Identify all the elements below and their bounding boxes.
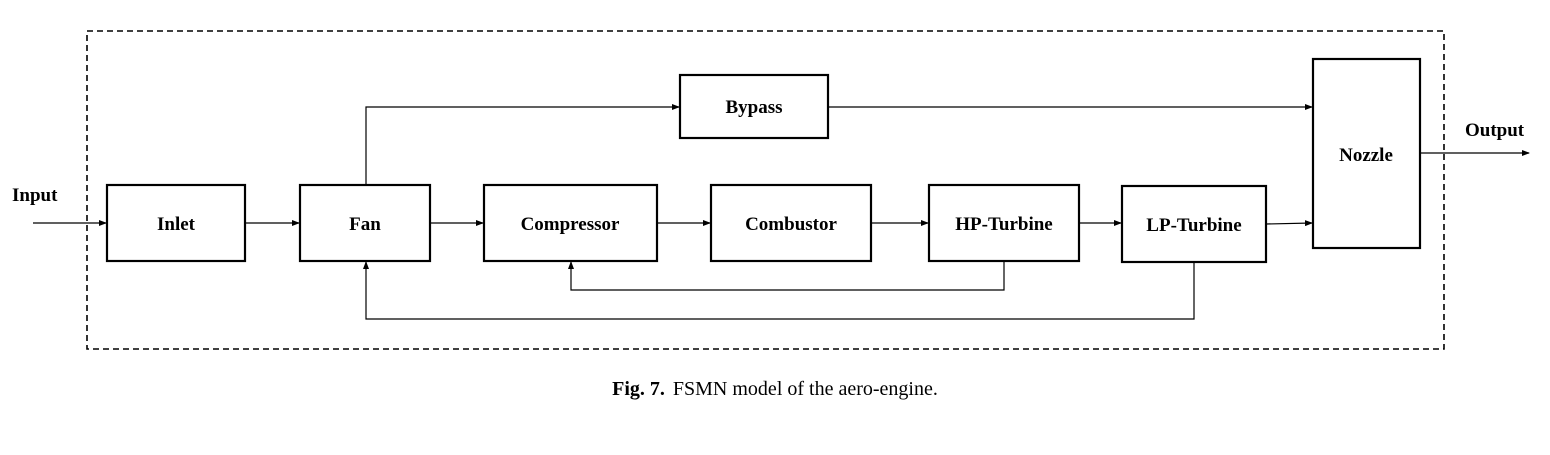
fan-to-bypass-arrow <box>365 104 680 185</box>
caption-text: FSMN model of the aero-engine. <box>672 378 938 400</box>
bypass-block: Bypass <box>678 73 830 140</box>
nozzle-label: Nozzle <box>1339 145 1393 166</box>
bypass-label: Bypass <box>725 97 782 118</box>
lp-turbine-to-fan-feedback <box>363 261 1195 320</box>
input-label: Input <box>12 185 58 206</box>
hp-turbine-block: HP-Turbine <box>927 183 1081 263</box>
compressor-block: Compressor <box>482 183 659 263</box>
output-label: Output <box>1465 120 1525 141</box>
lp-turbine-block: LP-Turbine <box>1120 184 1268 264</box>
inlet-label: Inlet <box>157 214 196 235</box>
nozzle-block: Nozzle <box>1311 57 1422 250</box>
figure-number: Fig. 7. <box>612 378 665 400</box>
fan-label: Fan <box>349 214 381 235</box>
inlet-block: Inlet <box>105 183 247 263</box>
lp-turbine-label: LP-Turbine <box>1146 215 1241 236</box>
compressor-label: Compressor <box>521 214 620 235</box>
hp-turbine-label: HP-Turbine <box>955 214 1053 235</box>
lp-turbine-to-nozzle-arrow <box>1265 220 1313 227</box>
figure-caption: Fig. 7. FSMN model of the aero-engine. <box>0 378 1550 401</box>
fan-block: Fan <box>298 183 432 263</box>
hp-turbine-to-compressor-feedback <box>568 261 1005 291</box>
system-boundary <box>86 30 1445 350</box>
combustor-label: Combustor <box>745 214 837 235</box>
combustor-block: Combustor <box>709 183 873 263</box>
fsmn-diagram: Inlet Fan Compressor Combustor HP-Turbin… <box>12 30 1530 350</box>
